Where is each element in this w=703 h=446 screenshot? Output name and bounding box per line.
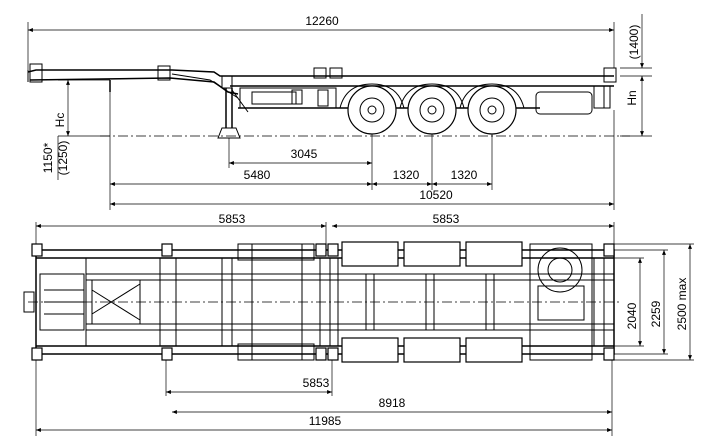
bottom-5853-label: 5853: [303, 376, 330, 390]
spare-wheel: [537, 247, 583, 293]
deck-height-label: (1400): [627, 25, 641, 60]
twistlock-front-left: [31, 243, 43, 257]
width-max-label: 2500 max: [675, 278, 689, 331]
hn-label: Hn: [625, 90, 639, 105]
rear-corner-casting: [603, 67, 617, 83]
wheels-left-side: [341, 241, 523, 267]
overall-length-label: 12260: [305, 14, 339, 28]
front-twistlock: [157, 65, 171, 81]
side-view: 12260: [27, 14, 652, 210]
support-to-rear-label: 10520: [419, 188, 453, 202]
bottom-8918-label: 8918: [379, 396, 406, 410]
front-corner-casting: [29, 63, 43, 83]
gooseneck-deck: [27, 69, 614, 77]
width-twistlocks-label: 2259: [649, 300, 663, 327]
axle-3-wheel: [467, 85, 517, 135]
kingpin-to-axle1-label: 3045: [291, 147, 318, 161]
twistlock-rear-right: [603, 347, 615, 361]
wheels-right-side: [341, 337, 523, 363]
coupling-height-label: 1150*: [41, 142, 55, 173]
axle-2-wheel: [407, 85, 457, 135]
rear-section-label: 5853: [433, 212, 460, 226]
twistlock-rear-left: [603, 243, 615, 257]
hc-label: Hc: [53, 113, 67, 128]
front-section-label: 5853: [219, 212, 246, 226]
front-coupler: [23, 291, 35, 313]
twistlock-front-right: [31, 347, 43, 361]
width-frame-label: 2040: [625, 302, 639, 329]
landing-gear-foot: [217, 127, 241, 139]
axle-spacing-1-label: 1320: [393, 168, 420, 182]
coupling-height-alt-label: (1250): [56, 141, 70, 176]
top-view: 5853 5853: [23, 212, 694, 436]
axle-1-wheel: [347, 85, 397, 135]
axle-spacing-2-label: 1320: [451, 168, 478, 182]
bottom-11985-label: 11985: [309, 414, 342, 428]
kingpin-to-axle2-label: 5480: [244, 168, 271, 182]
rear-bumper: [535, 91, 593, 115]
